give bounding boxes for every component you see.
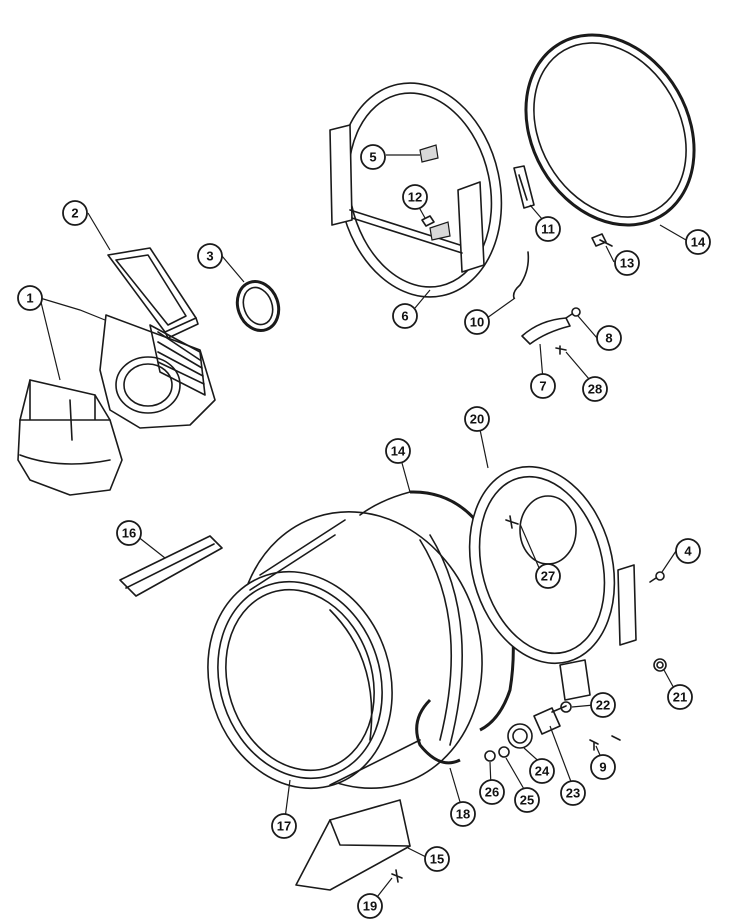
svg-text:26: 26 [485, 785, 499, 800]
callout-5: 5 [360, 144, 386, 170]
part-10-wire [512, 251, 530, 299]
callout-3: 3 [197, 243, 223, 269]
svg-text:3: 3 [206, 249, 213, 264]
callout-19: 19 [357, 893, 383, 919]
svg-text:14: 14 [391, 444, 406, 459]
svg-text:25: 25 [520, 793, 534, 808]
svg-text:27: 27 [541, 569, 555, 584]
callout-1: 1 [17, 285, 43, 311]
svg-text:22: 22 [596, 698, 610, 713]
part-3-seal [235, 280, 281, 332]
part-11-slide [513, 165, 535, 209]
callout-7: 7 [530, 373, 556, 399]
callout-18: 18 [450, 801, 476, 827]
part-28-screw [555, 345, 567, 355]
svg-text:24: 24 [535, 764, 550, 779]
callout-12: 12 [402, 184, 428, 210]
part-8-screw [565, 307, 581, 319]
part-27-screw [505, 515, 519, 529]
svg-text:4: 4 [684, 544, 692, 559]
part-21-nut [653, 658, 667, 672]
part-17-drum [207, 510, 483, 790]
callout-2: 2 [62, 200, 88, 226]
callout-9: 9 [590, 754, 616, 780]
part-15-cover [295, 799, 411, 891]
svg-text:13: 13 [620, 256, 634, 271]
part-12-screw [421, 215, 435, 227]
callout-26: 26 [479, 779, 505, 805]
svg-text:23: 23 [566, 786, 580, 801]
svg-text:8: 8 [605, 331, 612, 346]
callout-20: 20 [464, 406, 490, 432]
svg-text:12: 12 [408, 190, 422, 205]
callout-13: 13 [614, 250, 640, 276]
part-1-front-duct [17, 314, 216, 496]
callout-21: 21 [667, 684, 693, 710]
svg-text:16: 16 [122, 526, 136, 541]
callout-23: 23 [560, 780, 586, 806]
svg-text:10: 10 [470, 315, 484, 330]
callout-4: 4 [675, 538, 701, 564]
svg-text:5: 5 [369, 150, 376, 165]
callout-14-lower: 14 [385, 438, 411, 464]
part-19-screw [391, 869, 403, 883]
svg-text:17: 17 [277, 819, 291, 834]
svg-text:15: 15 [430, 852, 444, 867]
callout-11: 11 [535, 216, 561, 242]
svg-text:21: 21 [673, 690, 687, 705]
callout-6: 6 [392, 303, 418, 329]
part-7-bracket [521, 317, 571, 345]
callout-14-upper: 14 [685, 229, 711, 255]
part-22-washer [560, 701, 572, 713]
svg-text:1: 1 [26, 291, 33, 306]
callout-17: 17 [271, 813, 297, 839]
part-26-nut [484, 750, 496, 762]
part-14-upper-felt-seal [524, 33, 696, 227]
part-25-washer [498, 746, 510, 758]
part-23-pulley-shaft [533, 705, 567, 735]
callout-27: 27 [535, 563, 561, 589]
part-18-belt [415, 698, 461, 765]
svg-text:14: 14 [691, 235, 706, 250]
part-16-bracket [119, 535, 223, 597]
callout-8: 8 [596, 325, 622, 351]
svg-text:18: 18 [456, 807, 470, 822]
callout-24: 24 [529, 758, 555, 784]
callout-16: 16 [116, 520, 142, 546]
callout-22: 22 [590, 692, 616, 718]
part-24-pulley [507, 723, 533, 749]
part-4-screw [649, 571, 665, 583]
svg-text:2: 2 [71, 206, 78, 221]
svg-text:7: 7 [539, 379, 546, 394]
svg-text:6: 6 [401, 309, 408, 324]
callout-10: 10 [464, 309, 490, 335]
callout-15: 15 [424, 846, 450, 872]
svg-text:20: 20 [470, 412, 484, 427]
callout-25: 25 [514, 787, 540, 813]
svg-text:28: 28 [588, 382, 602, 397]
part-13-bolt [591, 233, 613, 247]
part-9-screw [589, 735, 621, 751]
part-2-lint-screen [107, 247, 199, 339]
callout-28: 28 [582, 376, 608, 402]
svg-text:11: 11 [541, 222, 555, 237]
svg-text:9: 9 [599, 760, 606, 775]
svg-text:19: 19 [363, 899, 377, 914]
